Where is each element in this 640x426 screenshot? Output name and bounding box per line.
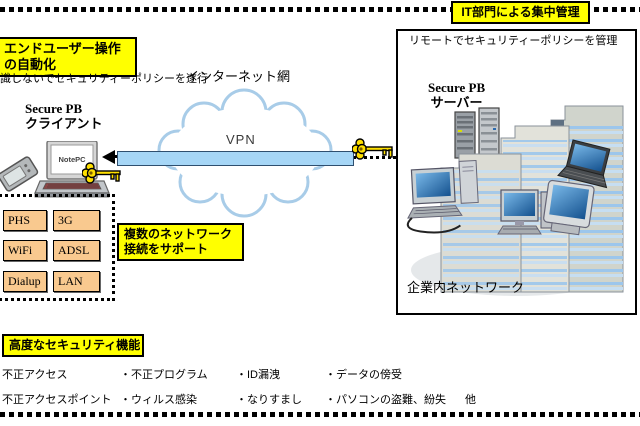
network-box-adsl: ADSL [53,240,100,261]
internet-label: インターネット網 [186,69,291,84]
desktop-pc-left [406,159,479,234]
bottom-dotted-rule [0,412,640,417]
it-management-callout: IT部門による集中管理 [451,1,590,24]
client-title-line1: Secure PB [25,101,83,116]
network-box-lan: LAN [53,271,100,292]
client-key-icon [82,162,121,184]
top-dotted-rule [0,7,640,12]
crt-monitor-right [543,179,595,236]
server-title: Secure PB サーバー [428,80,485,110]
pda-icon [0,156,39,192]
server-dotted-connector [353,156,396,159]
automation-callout-line2: の自動化 [4,57,57,72]
it-management-label: IT部門による集中管理 [461,5,580,19]
multi-network-line2: 接続をサポート [124,242,209,256]
automation-callout: エンドユーザー操作 の自動化 [0,37,137,77]
remote-policy-note: リモートでセキュリティーポリシーを管理 [409,35,618,47]
network-box-wifi: WiFi [3,240,47,261]
threat-data-interception: ・データの傍受 [325,369,402,381]
multi-network-callout: 複数のネットワーク 接続をサポート [117,223,244,261]
server-key-icon [352,138,393,160]
client-policy-note: 意識しないでセキュリティーポリシーを遂行 [0,73,209,85]
enterprise-caption: 企業内ネットワーク [407,280,525,295]
vpn-tunnel-bar [117,151,354,166]
threat-pc-theft-loss: ・パソコンの盗難、紛失 [325,394,446,406]
enterprise-illustration [406,105,624,296]
security-callout-label: 高度なセキュリティ機能 [9,338,141,352]
threat-others: 他 [465,394,476,406]
enterprise-laptop-icon [557,139,611,189]
client-title-line2: クライアント [25,116,103,131]
threat-rogue-access-point: 不正アクセスポイント [2,394,112,406]
client-title: Secure PB クライアント [25,101,102,131]
automation-callout-line1: エンドユーザー操作 [4,41,121,56]
threat-spoofing: ・なりすまし [236,394,302,406]
client-network-frame [0,194,115,301]
server-title-line2: サーバー [430,95,483,110]
network-box-phs: PHS [3,210,47,231]
vpn-label: VPN [226,132,256,147]
network-box-3g: 3G [53,210,100,231]
security-callout: 高度なセキュリティ機能 [2,334,144,357]
server-rack-icon [454,107,500,159]
server-title-line1: Secure PB [428,80,486,95]
threat-id-leak: ・ID漏洩 [236,369,280,381]
laptop-screen-label: NotePC [58,155,86,164]
threat-virus-infection: ・ウィルス感染 [120,394,197,406]
left-arrowhead-icon [102,150,115,164]
threat-malicious-program: ・不正プログラム [120,369,208,381]
multi-network-line1: 複数のネットワーク [124,227,233,241]
network-box-dialup: Dialup [3,271,47,292]
threat-unauthorized-access: 不正アクセス [2,369,68,381]
